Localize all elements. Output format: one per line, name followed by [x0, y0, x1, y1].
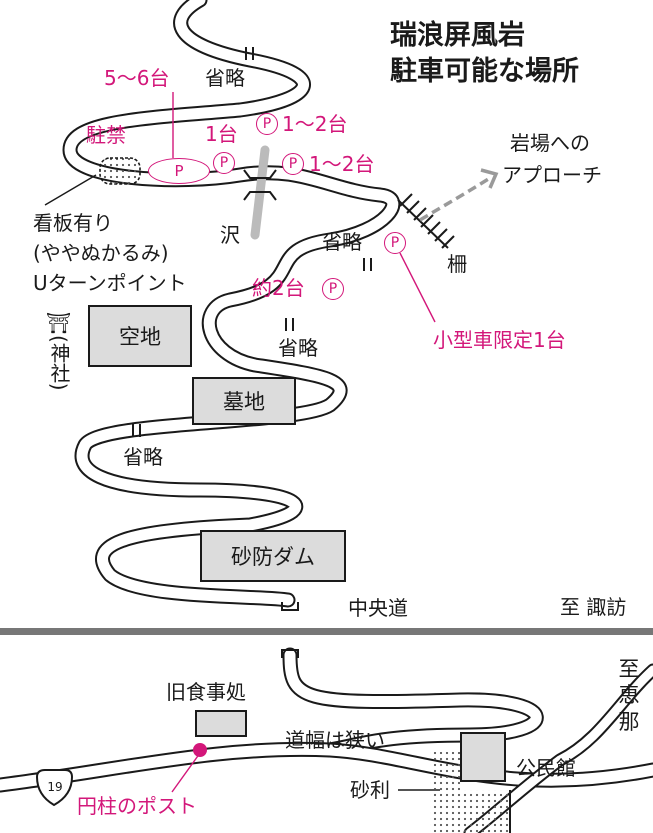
- title-line-1: 瑞浪屏風岩: [390, 20, 525, 51]
- round-post-label: 円柱のポスト: [77, 794, 197, 818]
- lower-road: [282, 647, 544, 758]
- underpass-bottom: [281, 649, 299, 658]
- omitted-marks: [132, 47, 372, 437]
- to-suwa-label: 至 諏訪: [560, 595, 627, 619]
- parking-count-1-2-lower: 1〜2台: [309, 152, 375, 176]
- uturn-label: Uターンポイント: [33, 271, 187, 295]
- underpass-top: [281, 602, 299, 611]
- map-title: 瑞浪屏風岩 駐車可能な場所: [390, 18, 579, 89]
- parking-p-icon-4: P: [322, 278, 344, 300]
- parking-count-1-2-upper: 1〜2台: [282, 112, 348, 136]
- omitted-label-4: 省略: [123, 445, 163, 469]
- route-number: 19: [47, 780, 63, 794]
- shrine-icon: ⛩: [46, 311, 72, 335]
- gravel-label: 砂利: [350, 778, 390, 802]
- vacant-lot-box: 空地: [88, 305, 192, 367]
- stream-label: 沢: [220, 223, 240, 247]
- cemetery-box: 墓地: [192, 377, 296, 425]
- parking-p-icon-2: P: [256, 113, 278, 135]
- fence-label: 柵: [447, 252, 467, 276]
- gravel-area-2: [460, 790, 510, 833]
- bridge-bottom: [243, 191, 277, 201]
- shrine-label: (神社): [47, 335, 71, 391]
- to-ena-label: 至恵那: [618, 657, 640, 734]
- title-line-2: 駐車可能な場所: [390, 55, 579, 87]
- parking-p-icon-3: P: [282, 153, 304, 175]
- small-car-parking-label: 小型車限定1台: [433, 328, 566, 352]
- parking-count-5-6: 5〜6台: [104, 66, 170, 90]
- narrow-road-label: 道幅は狭い: [285, 728, 385, 752]
- signboard-sub-label: (ややぬかるみ): [33, 241, 169, 265]
- no-parking-area: [99, 157, 141, 185]
- omitted-label-1: 省略: [205, 66, 245, 90]
- parking-ellipse: P: [148, 158, 210, 184]
- old-restaurant-label: 旧食事処: [166, 680, 246, 704]
- no-parking-label: 駐禁: [86, 123, 126, 147]
- expressway-line: [0, 628, 653, 635]
- pink-leader-lines: [171, 92, 436, 793]
- rock-approach-label-1: 岩場への: [510, 131, 590, 155]
- approach-arrow-line: [419, 176, 491, 222]
- mountain-road: [62, 0, 401, 608]
- gravel-area: [430, 752, 460, 833]
- parking-count-about-2: 約2台: [252, 276, 305, 300]
- old-restaurant-box: [195, 710, 247, 737]
- parking-count-1: 1台: [205, 122, 238, 146]
- omitted-label-3: 省略: [278, 336, 318, 360]
- expressway-label: 中央道: [348, 596, 408, 620]
- approach-arrow-head: [480, 168, 499, 189]
- sabo-dam-box: 砂防ダム: [200, 530, 346, 582]
- community-hall-label: 公民館: [516, 756, 576, 780]
- omitted-label-2: 省略: [322, 230, 362, 254]
- fence: [397, 193, 455, 249]
- round-post-marker: [193, 743, 207, 757]
- parking-p-icon-small: P: [384, 232, 406, 254]
- bridge-top: [243, 169, 277, 179]
- rock-approach-label-2: アプローチ: [502, 163, 602, 187]
- parking-p-icon-1: P: [213, 152, 235, 174]
- route-shield-icon: [35, 769, 74, 807]
- community-hall-box: [460, 732, 506, 782]
- signboard-label: 看板有り: [33, 211, 113, 235]
